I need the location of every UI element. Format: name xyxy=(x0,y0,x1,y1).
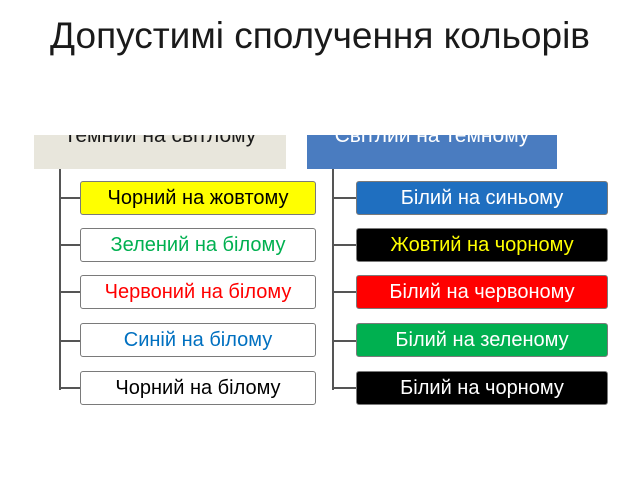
slide-title: Допустимі сполучення кольорів xyxy=(50,15,590,56)
color-combo-label: Червоний на білому xyxy=(104,281,292,303)
color-combo-label: Білий на синьому xyxy=(400,187,564,209)
color-combo-box: Жовтий на чорному xyxy=(356,228,608,262)
color-combo-box: Білий на зеленому xyxy=(356,323,608,357)
color-combo-box: Червоний на білому xyxy=(80,275,316,309)
color-combo-box: Синій на білому xyxy=(80,323,316,357)
right-branch-connector xyxy=(332,291,356,293)
color-combo-box: Білий на чорному xyxy=(356,371,608,405)
color-combo-box: Чорний на білому xyxy=(80,371,316,405)
right-branch-connector xyxy=(332,387,356,389)
color-combo-box: Білий на червоному xyxy=(356,275,608,309)
color-combo-label: Синій на білому xyxy=(123,329,273,351)
right-branch-connector xyxy=(332,340,356,342)
color-combo-label: Чорний на жовтому xyxy=(107,187,289,209)
color-combo-label: Білий на зеленому xyxy=(395,329,569,351)
left-tree-trunk xyxy=(59,169,61,390)
left-column-header: Темний на світлому xyxy=(34,135,286,169)
color-combo-box: Зелений на білому xyxy=(80,228,316,262)
color-combo-box: Чорний на жовтому xyxy=(80,181,316,215)
left-branch-connector xyxy=(59,244,80,246)
right-column-header-label: Світлий на темному xyxy=(334,135,530,147)
right-branch-connector xyxy=(332,197,356,199)
color-combo-label: Білий на червоному xyxy=(389,281,575,303)
left-branch-connector xyxy=(59,197,80,199)
left-branch-connector xyxy=(59,340,80,342)
color-combo-label: Чорний на білому xyxy=(115,377,281,399)
left-branch-connector xyxy=(59,387,80,389)
color-combo-box: Білий на синьому xyxy=(356,181,608,215)
left-branch-connector xyxy=(59,291,80,293)
color-combo-label: Жовтий на чорному xyxy=(390,234,574,256)
right-branch-connector xyxy=(332,244,356,246)
color-combo-label: Білий на чорному xyxy=(400,377,564,399)
right-tree-trunk xyxy=(332,169,334,390)
color-combo-label: Зелений на білому xyxy=(110,234,286,256)
right-column-header: Світлий на темному xyxy=(307,135,557,169)
left-column-header-label: Темний на світлому xyxy=(63,135,257,147)
